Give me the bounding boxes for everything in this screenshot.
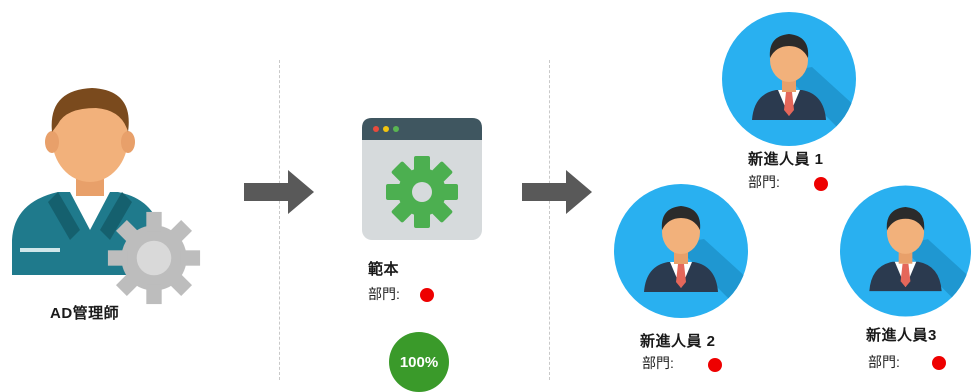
settings-gear-icon bbox=[107, 211, 201, 305]
divider-left bbox=[279, 60, 280, 380]
admin-person-icon bbox=[12, 88, 162, 275]
user-2-dept-label: 部門: bbox=[642, 355, 674, 371]
progress-badge: 100% bbox=[389, 332, 449, 392]
user-2-dept-status bbox=[708, 358, 722, 372]
template-window-icon bbox=[362, 118, 482, 240]
user-2-name: 新進人員 2 bbox=[640, 333, 716, 350]
user-avatar-icon bbox=[722, 12, 856, 146]
user-1-dept-status bbox=[814, 177, 828, 191]
divider-right bbox=[549, 60, 550, 380]
user-avatar-icon bbox=[840, 185, 971, 317]
user-1-name: 新進人員 1 bbox=[748, 151, 824, 168]
user-3-name: 新進人員3 bbox=[866, 327, 937, 344]
user-3-dept-status bbox=[932, 356, 946, 370]
template-dept-label: 部門: bbox=[368, 286, 400, 302]
user-1-dept-label: 部門: bbox=[748, 174, 780, 190]
admin-label: AD管理師 bbox=[50, 305, 120, 322]
arrow-right-icon bbox=[244, 170, 314, 214]
user-3-dept-label: 部門: bbox=[868, 354, 900, 370]
template-name: 範本 bbox=[368, 261, 400, 278]
user-avatar-icon bbox=[614, 184, 748, 318]
arrow-right-icon bbox=[522, 170, 592, 214]
template-dept-status bbox=[420, 288, 434, 302]
